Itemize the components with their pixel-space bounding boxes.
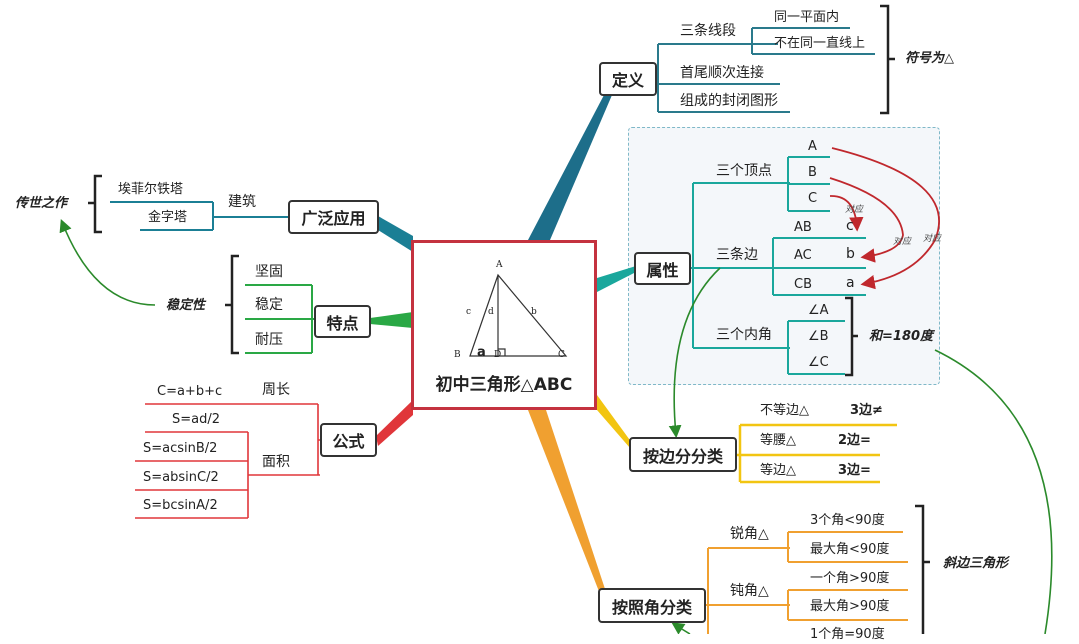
vertex-c-label: C: [558, 350, 565, 360]
branch-properties: [597, 266, 636, 292]
relation-label: 对应: [893, 237, 912, 247]
branch-by-sides: [597, 395, 632, 448]
sides-label[interactable]: 三条边: [716, 247, 758, 263]
angle-item[interactable]: ∠B: [808, 329, 829, 344]
side-class-rule: 3边=: [838, 463, 871, 478]
angles-label[interactable]: 三个内角: [716, 327, 772, 343]
features-bracket: [225, 254, 239, 355]
area-formula[interactable]: S=absinC/2: [143, 470, 219, 485]
link-arrows: [59, 219, 1053, 634]
applications-category[interactable]: 建筑: [228, 194, 256, 210]
angle-class-item[interactable]: 一个角>90度: [810, 571, 890, 586]
area-formula[interactable]: S=ad/2: [172, 412, 221, 427]
angle-class-item[interactable]: 3个角<90度: [810, 513, 885, 528]
side-name[interactable]: AB: [794, 220, 812, 235]
application-item[interactable]: 埃菲尔铁塔: [118, 182, 184, 197]
area-formula[interactable]: S=acsinB/2: [143, 441, 218, 456]
node-formulas[interactable]: 公式: [320, 423, 377, 457]
definition-bracket: [880, 4, 895, 115]
side-c-label: c: [466, 307, 472, 317]
angle-class-name[interactable]: 钝角△: [730, 583, 769, 599]
definition-lines: [656, 27, 875, 113]
applications-summary[interactable]: 传世之作: [15, 196, 68, 211]
vertex-item[interactable]: A: [808, 139, 817, 154]
side-symbol: c: [846, 218, 854, 234]
relation-label: 对应: [923, 234, 942, 244]
angle-class-item-partial[interactable]: 1个角=90度: [810, 627, 885, 642]
feature-item[interactable]: 坚固: [255, 264, 283, 280]
vertex-item[interactable]: B: [808, 165, 817, 180]
relation-label: 对应: [845, 205, 864, 215]
side-class-rule: 2边=: [838, 433, 871, 448]
node-applications[interactable]: 广泛应用: [288, 200, 379, 234]
side-class-name[interactable]: 等边△: [760, 463, 796, 478]
vertex-a-label: A: [496, 260, 503, 270]
angles-bracket: [845, 296, 858, 377]
branch-formulas: [376, 400, 413, 446]
angle-class-name[interactable]: 锐角△: [730, 526, 769, 542]
vertices-label[interactable]: 三个顶点: [716, 163, 772, 179]
triangle-figure: [469, 273, 568, 357]
perimeter-label[interactable]: 周长: [262, 382, 290, 398]
node-properties[interactable]: 属性: [634, 252, 691, 285]
applications-lines: [110, 201, 288, 231]
features-summary[interactable]: 稳定性: [166, 298, 206, 313]
feature-item[interactable]: 耐压: [255, 332, 283, 348]
branch-by-angles: [528, 410, 606, 594]
side-class-name[interactable]: 不等边△: [760, 403, 809, 418]
side-class-name[interactable]: 等腰△: [760, 433, 796, 448]
angles-class-summary[interactable]: 斜边三角形: [943, 556, 1009, 571]
node-by-sides[interactable]: 按边分分类: [629, 437, 737, 472]
side-b-label: b: [531, 307, 537, 317]
relation-arrows: [829, 147, 940, 290]
foot-d-label: D: [494, 350, 502, 360]
vertex-item[interactable]: C: [808, 191, 818, 206]
node-by-angles[interactable]: 按照角分类: [598, 588, 706, 623]
perimeter-formula[interactable]: C=a+b+c: [157, 384, 223, 399]
angles-summary-bracket: [915, 504, 930, 634]
side-class-rule: 3边≠: [850, 403, 883, 418]
definition-sub-item[interactable]: 不在同一直线上: [774, 36, 866, 51]
definition-summary[interactable]: 符号为△: [905, 51, 954, 66]
definition-item[interactable]: 首尾顺次连接: [680, 65, 764, 81]
application-item[interactable]: 金字塔: [148, 210, 188, 225]
definition-item[interactable]: 组成的封闭图形: [680, 93, 778, 109]
features-lines: [245, 284, 314, 354]
angle-class-item[interactable]: 最大角<90度: [810, 542, 890, 557]
definition-sub-item[interactable]: 同一平面内: [774, 10, 840, 25]
area-formula[interactable]: S=bcsinA/2: [143, 498, 218, 513]
angle-item[interactable]: ∠C: [808, 355, 829, 370]
central-topic[interactable]: A B C D a b c d 初中三角形△ABC: [411, 240, 597, 410]
side-symbol: b: [846, 246, 855, 262]
angles-summary[interactable]: 和=180度: [869, 329, 934, 344]
side-a-label: a: [477, 345, 486, 360]
properties-lines: [690, 156, 866, 375]
branch-features: [370, 312, 413, 328]
branch-applications: [378, 216, 413, 252]
node-definition[interactable]: 定义: [599, 62, 657, 96]
central-title: 初中三角形△ABC: [435, 375, 573, 395]
by-sides-lines: [737, 423, 897, 484]
angle-item[interactable]: ∠A: [808, 303, 829, 318]
angle-class-item[interactable]: 最大角>90度: [810, 599, 890, 614]
side-name[interactable]: AC: [794, 248, 812, 263]
vertex-b-label: B: [454, 350, 461, 360]
height-d-label: d: [488, 307, 494, 317]
area-label[interactable]: 面积: [262, 454, 290, 470]
side-name[interactable]: CB: [794, 277, 812, 292]
by-angles-lines: [705, 531, 908, 634]
applications-bracket: [88, 174, 102, 234]
feature-item[interactable]: 稳定: [255, 297, 283, 313]
definition-item[interactable]: 三条线段: [680, 23, 736, 39]
side-symbol: a: [846, 275, 855, 291]
formulas-lines: [135, 403, 320, 519]
branch-definition: [528, 95, 612, 240]
node-features[interactable]: 特点: [314, 305, 371, 338]
